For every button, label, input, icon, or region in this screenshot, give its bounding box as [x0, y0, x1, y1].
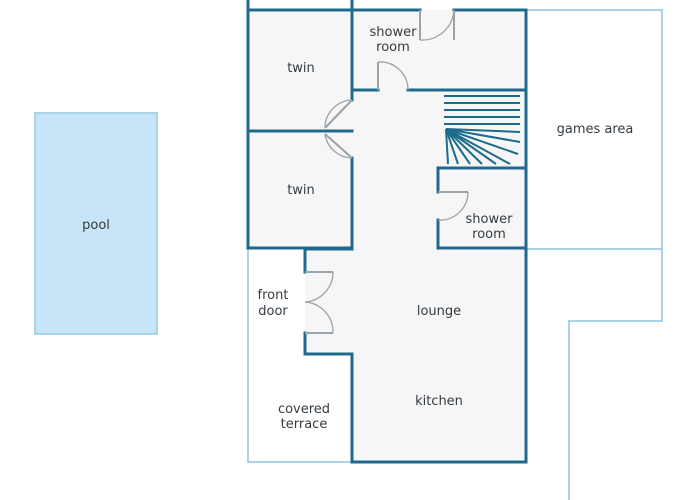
games-area-outline [526, 9, 663, 250]
outdoor-outlines [34, 9, 663, 500]
twin-upper-label: twin [287, 61, 315, 76]
front-door-label-line1: front [258, 288, 289, 303]
shower-top-fill [352, 10, 526, 90]
door-shower-right [437, 191, 469, 221]
door-twin-upper [324, 99, 353, 129]
lounge-label: lounge [417, 304, 461, 319]
lower-right-outline [568, 249, 663, 500]
doors [304, 9, 469, 334]
twin-lower-fill [248, 131, 352, 248]
kitchen-label: kitchen [415, 394, 463, 409]
twin-upper-fill [248, 10, 352, 131]
games-area-label: games area [557, 122, 634, 137]
lounge-kitchen-fill [305, 90, 526, 462]
door-hall-to-shower [377, 61, 409, 91]
covered-terrace-label-line1: covered [278, 402, 330, 417]
labels: pool twin twin shower room games area sh… [82, 25, 633, 432]
walls [246, 0, 528, 464]
shower-room-top-label-line1: shower [370, 25, 418, 40]
twin-lower-label: twin [287, 183, 315, 198]
pool-label: pool [82, 218, 110, 233]
shower-room-right-label-line2: room [472, 227, 506, 242]
room-fills [248, 10, 526, 462]
pool-area [34, 112, 158, 335]
shower-room-top-label-line2: room [376, 40, 410, 55]
covered-terrace-outline [247, 249, 353, 463]
shower-room-right-label-line1: shower [466, 212, 514, 227]
front-door-label-line2: door [258, 304, 288, 319]
stairs [444, 95, 521, 165]
door-shower-top [419, 9, 455, 41]
door-twin-lower [324, 133, 353, 159]
door-front [304, 271, 334, 334]
covered-terrace-label-line2: terrace [281, 417, 328, 432]
